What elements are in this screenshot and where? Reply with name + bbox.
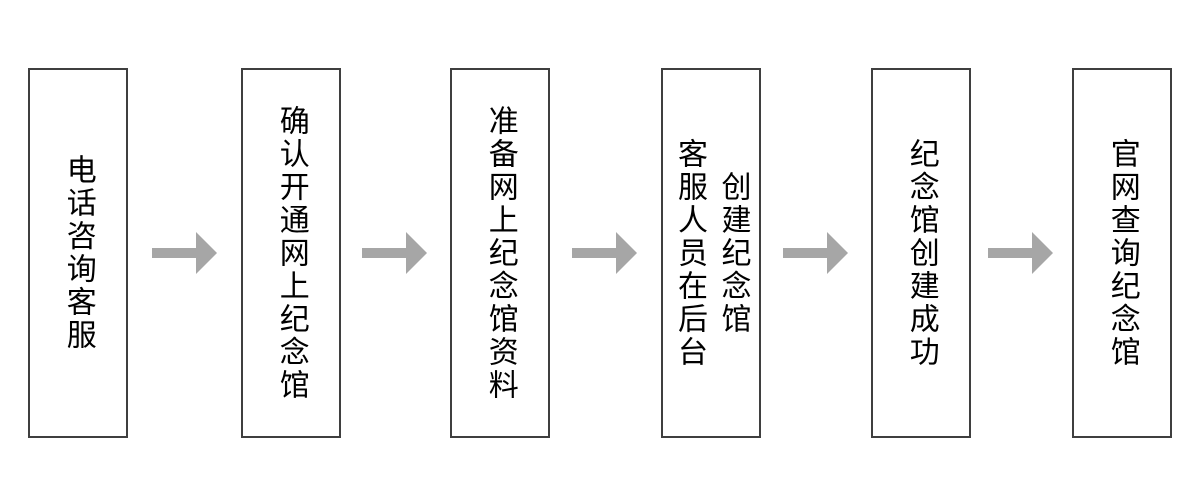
- right-arrow-icon: [783, 232, 848, 274]
- right-arrow-icon: [988, 232, 1053, 274]
- right-arrow-icon: [572, 232, 637, 274]
- flow-step-2: 确认开通网上纪念馆: [241, 68, 341, 438]
- flow-step-3-label: 准备网上纪念馆资料: [483, 104, 517, 402]
- flow-step-5-label: 纪念馆创建成功: [904, 137, 938, 369]
- flow-step-6-label: 官网查询纪念馆: [1105, 137, 1139, 369]
- flow-step-2-label: 确认开通网上纪念馆: [274, 104, 308, 402]
- flow-step-4-columns: 客服人员在后台 创建纪念馆: [673, 137, 750, 369]
- flow-step-4-label-right: 创建纪念馆: [716, 170, 750, 336]
- flow-step-5: 纪念馆创建成功: [871, 68, 971, 438]
- flow-step-6: 官网查询纪念馆: [1072, 68, 1172, 438]
- flow-step-4-label-left: 客服人员在后台: [673, 137, 706, 369]
- flow-step-1: 电话咨询客服: [28, 68, 128, 438]
- right-arrow-icon: [152, 232, 217, 274]
- flow-step-1-label: 电话咨询客服: [61, 154, 95, 352]
- flow-step-3: 准备网上纪念馆资料: [450, 68, 550, 438]
- flow-step-4: 客服人员在后台 创建纪念馆: [661, 68, 761, 438]
- right-arrow-icon: [362, 232, 427, 274]
